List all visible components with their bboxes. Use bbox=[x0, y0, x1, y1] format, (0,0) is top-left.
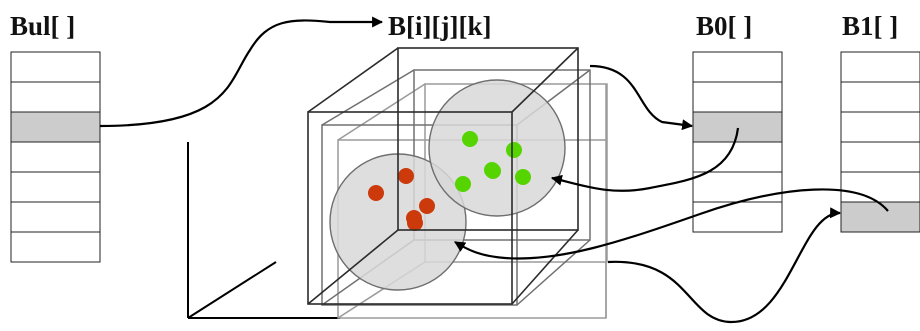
b1-cell bbox=[840, 111, 920, 143]
b0-cell-highlighted bbox=[692, 111, 783, 143]
link-arrows bbox=[99, 16, 889, 324]
y-axis bbox=[187, 261, 277, 319]
coordinate-axes bbox=[187, 142, 340, 319]
b0-cell bbox=[692, 51, 783, 83]
bul-cell bbox=[10, 171, 101, 203]
red-particle bbox=[368, 185, 384, 201]
green-particles bbox=[455, 131, 531, 192]
bul-cell bbox=[10, 141, 101, 173]
green-particle bbox=[484, 162, 500, 178]
b0-cell bbox=[692, 81, 783, 113]
red-particle bbox=[406, 210, 422, 226]
b1-cell bbox=[840, 51, 920, 83]
b0-cell bbox=[692, 201, 783, 233]
b1-cell-highlighted bbox=[840, 201, 920, 233]
b1-array bbox=[840, 51, 920, 233]
b1-cell bbox=[840, 81, 920, 113]
b0-cell bbox=[692, 171, 783, 203]
b1-label: B1[ ] bbox=[842, 11, 898, 41]
red-particle bbox=[398, 168, 414, 184]
bul-array bbox=[10, 51, 101, 263]
b1-cell bbox=[840, 171, 920, 203]
arrow-bul-to-grid bbox=[99, 16, 384, 128]
bul-cell bbox=[10, 51, 101, 83]
green-particle bbox=[455, 176, 471, 192]
sphere-right bbox=[428, 79, 566, 217]
red-particle bbox=[419, 198, 435, 214]
arrow-grid-to-b1 bbox=[607, 207, 842, 324]
arrow-b1-to-sphere-left bbox=[454, 188, 889, 260]
bul-cell bbox=[10, 81, 101, 113]
b0-array bbox=[692, 51, 783, 233]
cube-layer-front bbox=[307, 47, 579, 305]
bul-cell-highlighted bbox=[10, 111, 101, 143]
arrow-b0-to-sphere-right bbox=[550, 127, 740, 192]
b1-cell bbox=[840, 141, 920, 173]
grid-label: B[i][j][k] bbox=[388, 11, 491, 41]
bul-cell bbox=[10, 231, 101, 263]
green-particle bbox=[515, 169, 531, 185]
bul-cell bbox=[10, 201, 101, 233]
b0-label: B0[ ] bbox=[696, 11, 752, 41]
green-particle bbox=[506, 142, 522, 158]
red-particles bbox=[368, 168, 435, 231]
b0-cell bbox=[692, 141, 783, 173]
bul-label: Bul[ ] bbox=[10, 11, 75, 41]
arrow-grid-to-b0 bbox=[589, 64, 694, 131]
green-particle bbox=[462, 131, 478, 147]
